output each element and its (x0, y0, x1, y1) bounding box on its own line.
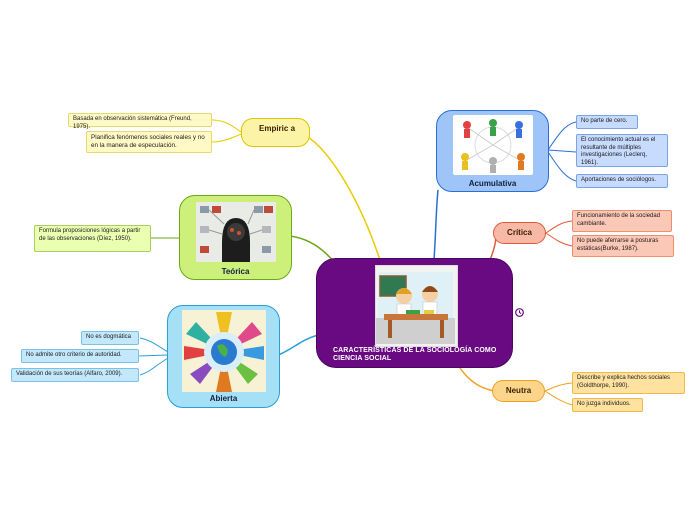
children-at-desk-illustration (375, 265, 458, 347)
acumulativa-label: Acumulativa (468, 179, 517, 188)
leaf-empirica-1[interactable]: Basada en observación sistemática (Freun… (68, 113, 212, 130)
branch-neutra[interactable]: Neutra (492, 380, 545, 402)
clock-icon[interactable] (515, 308, 524, 317)
leaf-critica-2[interactable]: No puede aferrarse a posturas estáticas(… (572, 235, 674, 257)
globe-people-illustration (182, 310, 266, 392)
connector-empirica (305, 135, 381, 261)
leaf-neutra-1[interactable]: Describe y explica hechos sociales (Gold… (572, 372, 685, 394)
leaf-neutra-2[interactable]: No juzga individuos. (572, 398, 643, 412)
leaf-critica-1[interactable]: Funcionamiento de la sociedad cambiante. (572, 210, 672, 232)
leaf-acumulativa-2[interactable]: El conocimiento actual es el resultante … (576, 134, 668, 167)
leaf-teorica-1[interactable]: Formula proposiciones lógicas a partir d… (34, 225, 151, 252)
branch-acumulativa[interactable]: Acumulativa (436, 110, 549, 192)
leaf-acumulativa-3[interactable]: Aportaciones de sociólogos. (576, 174, 668, 188)
leaf-abierta-2[interactable]: No admite otro criterio de autoridad. (21, 349, 139, 363)
branch-teorica[interactable]: Teórica (179, 195, 292, 280)
connector-neutra (459, 367, 495, 392)
teorica-label: Teórica (221, 267, 250, 276)
branch-abierta[interactable]: Abierta (167, 305, 280, 408)
connector-teorica (289, 235, 335, 263)
connector-acumulativa (433, 189, 439, 261)
central-title: CARACTERÍSTICAS DE LA SOCIOLOGÍA COMO CI… (333, 347, 497, 362)
brain-network-illustration (196, 202, 276, 262)
branch-critica[interactable]: Crítica (493, 222, 546, 244)
branch-empirica[interactable]: Empiric a (241, 118, 310, 147)
leaf-acumulativa-1[interactable]: No parte de cero. (576, 115, 638, 129)
leaf-abierta-1[interactable]: No es dogmática (81, 331, 139, 345)
connector-abierta (277, 334, 319, 356)
central-topic[interactable]: CARACTERÍSTICAS DE LA SOCIOLOGÍA COMO CI… (316, 258, 513, 368)
leaf-abierta-3[interactable]: Validación de sus teorías (Alfaro, 2009)… (11, 368, 139, 382)
leaf-empirica-2[interactable]: Planifica fenómenos sociales reales y no… (86, 131, 212, 153)
team-network-illustration (453, 115, 533, 175)
abierta-label: Abierta (209, 394, 238, 403)
